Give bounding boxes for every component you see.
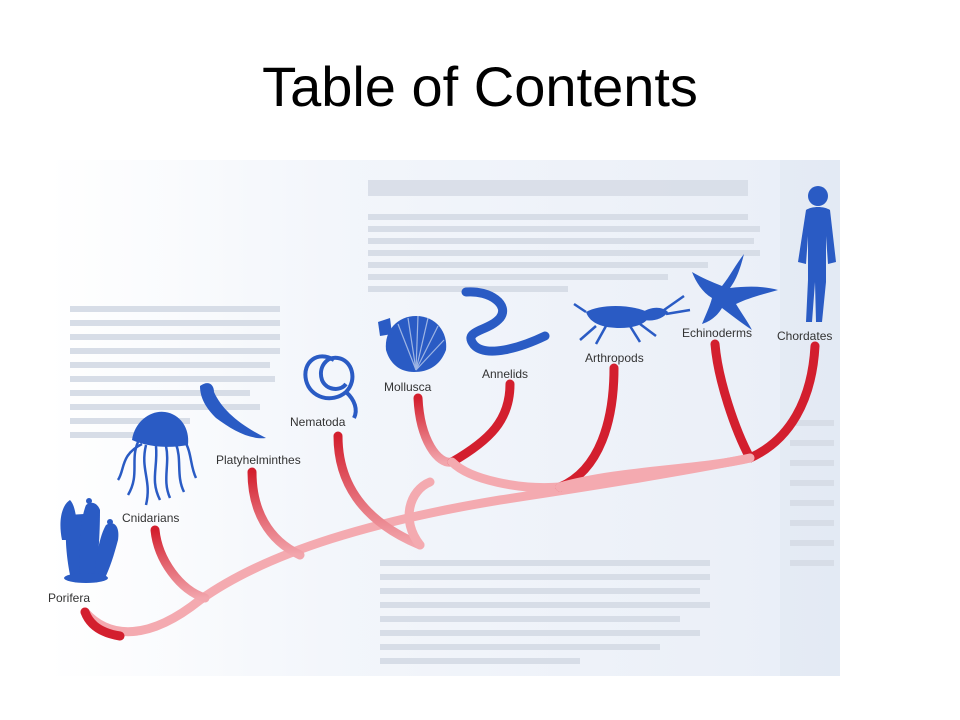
flatworm-icon: [200, 383, 266, 439]
branch-porifera: [80, 607, 125, 641]
branch-nematoda: [333, 431, 425, 550]
human-figure-icon: [798, 186, 836, 322]
sponge-icon: [60, 498, 119, 583]
label-chordates: Chordates: [777, 329, 832, 343]
branch-cnidarians: [150, 525, 210, 603]
branch-lophotrochozoa-join: [447, 457, 565, 492]
branch-annelids: [447, 379, 515, 467]
slide-title: Table of Contents: [262, 55, 698, 118]
branch-chordates: [745, 341, 820, 463]
roundworm-icon: [303, 354, 358, 419]
label-porifera: Porifera: [48, 591, 90, 605]
label-platyhelminthes: Platyhelminthes: [216, 453, 301, 467]
branch-deuterostome-stem: [555, 453, 755, 492]
branch-platyhelminthes: [247, 467, 305, 560]
label-mollusca: Mollusca: [384, 380, 432, 394]
starfish-icon: [692, 254, 778, 330]
label-echinoderms: Echinoderms: [682, 326, 752, 340]
label-arthropods: Arthropods: [585, 351, 644, 365]
branch-echinoderms: [710, 339, 755, 463]
grasshopper-icon: [573, 294, 691, 345]
label-annelids: Annelids: [482, 367, 528, 381]
taxon-labels: Porifera Cnidarians Platyhelminthes Nema…: [48, 326, 832, 605]
branch-protostome-stem: [404, 477, 435, 550]
label-cnidarians: Cnidarians: [122, 511, 179, 525]
segmented-worm-icon: [461, 287, 550, 356]
jellyfish-icon: [116, 411, 198, 506]
label-nematoda: Nematoda: [290, 415, 346, 429]
scallop-shell-icon: [378, 315, 447, 372]
tree-branches: [80, 339, 820, 641]
